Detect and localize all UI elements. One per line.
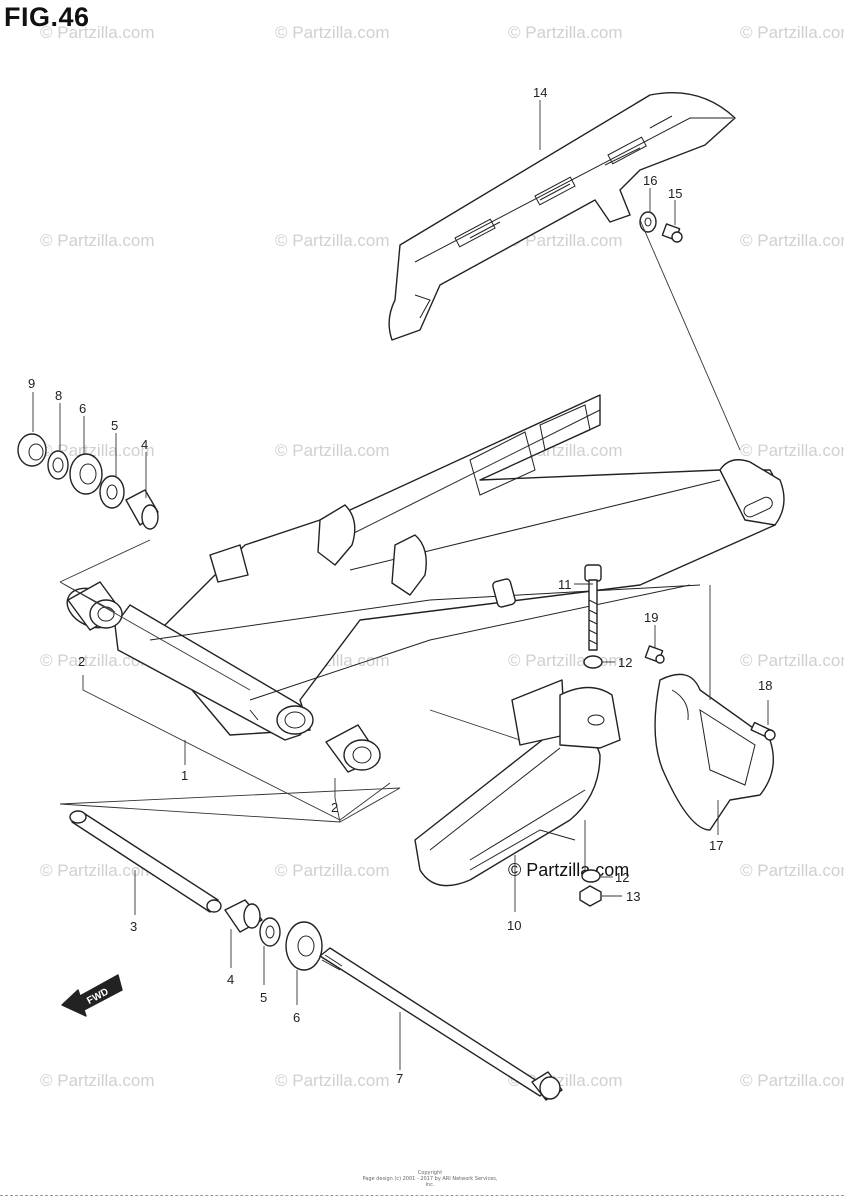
watermark: © Partzilla.com bbox=[275, 441, 390, 460]
fwd-arrow-icon: FWD bbox=[61, 974, 123, 1017]
callout-16: 16 bbox=[643, 173, 657, 188]
callout-7: 7 bbox=[396, 1071, 403, 1086]
figure-title: FIG.46 bbox=[4, 2, 90, 32]
callout-17: 17 bbox=[709, 838, 723, 853]
callout-2-left: 2 bbox=[78, 654, 85, 669]
callout-9: 9 bbox=[28, 376, 35, 391]
chain-case-part-14 bbox=[388, 92, 736, 341]
leader-lines bbox=[32, 100, 769, 1070]
watermark: © Partzilla.com bbox=[508, 231, 623, 250]
nut-part-13 bbox=[579, 885, 602, 907]
callout-18: 18 bbox=[758, 678, 772, 693]
footer-line-2: Page design (c) 2001 - 2017 by ARI Netwo… bbox=[362, 1176, 498, 1188]
watermark: © Partzilla.com bbox=[508, 651, 623, 670]
swingarm-part-1 bbox=[66, 394, 785, 741]
watermark: © Partzilla.com bbox=[740, 861, 844, 880]
callout-11: 11 bbox=[558, 577, 572, 592]
bushing-part-2-left bbox=[67, 581, 123, 631]
washer-part-12-upper bbox=[583, 655, 603, 669]
callout-5-upper: 5 bbox=[111, 418, 118, 433]
watermark: © Partzilla.com bbox=[508, 23, 623, 42]
watermark: © Partzilla.com bbox=[40, 441, 155, 460]
callout-8: 8 bbox=[55, 388, 62, 403]
watermark-grid: © Partzilla.com © Partzilla.com © Partzi… bbox=[40, 23, 844, 1090]
watermark: © Partzilla.com bbox=[740, 231, 844, 250]
bolt-part-11 bbox=[584, 564, 602, 651]
watermark: © Partzilla.com bbox=[40, 231, 155, 250]
watermark: © Partzilla.com bbox=[275, 231, 390, 250]
watermark: © Partzilla.com bbox=[740, 23, 844, 42]
footer-line-1: Copyright bbox=[417, 1170, 443, 1176]
callout-6-upper: 6 bbox=[79, 401, 86, 416]
callout-19: 19 bbox=[644, 610, 658, 625]
watermark: © Partzilla.com bbox=[275, 23, 390, 42]
callout-12-lower: 12 bbox=[615, 870, 629, 885]
watermark: © Partzilla.com bbox=[275, 861, 390, 880]
watermark: © Partzilla.com bbox=[40, 1071, 155, 1090]
bolt-part-15 bbox=[661, 223, 683, 243]
callout-6-lower: 6 bbox=[293, 1010, 300, 1025]
callout-14: 14 bbox=[533, 85, 547, 100]
bolt-part-19 bbox=[644, 645, 665, 664]
callout-5-lower: 5 bbox=[260, 990, 267, 1005]
bearing-stack-lower bbox=[224, 899, 323, 971]
callout-3: 3 bbox=[130, 919, 137, 934]
callout-10: 10 bbox=[507, 918, 521, 933]
bushing-part-2-right bbox=[325, 724, 381, 773]
washer-part-16 bbox=[639, 211, 657, 233]
washer-part-12-lower bbox=[581, 869, 601, 883]
callout-labels: 14 15 16 9 8 6 5 4 2 1 2 3 4 5 6 7 10 11… bbox=[28, 85, 772, 1086]
callout-4-upper: 4 bbox=[141, 437, 148, 452]
callout-12-upper: 12 bbox=[618, 655, 632, 670]
bearing-stack-upper bbox=[17, 433, 159, 530]
watermark: © Partzilla.com bbox=[275, 1071, 390, 1090]
fwd-label: FWD bbox=[85, 986, 110, 1006]
bottom-border bbox=[0, 1195, 844, 1196]
callout-15: 15 bbox=[668, 186, 682, 201]
callout-13: 13 bbox=[626, 889, 640, 904]
watermark: © Partzilla.com bbox=[740, 1071, 844, 1090]
watermark: © Partzilla.com bbox=[740, 441, 844, 460]
pivot-shaft-part-7 bbox=[319, 947, 563, 1101]
callout-2-right: 2 bbox=[331, 800, 338, 815]
watermark: © Partzilla.com bbox=[40, 23, 155, 42]
callout-1: 1 bbox=[181, 768, 188, 783]
watermark: © Partzilla.com bbox=[40, 861, 155, 880]
bolt-part-18 bbox=[750, 721, 776, 741]
footer-copyright: Copyright Page design (c) 2001 - 2017 by… bbox=[360, 1170, 500, 1188]
watermark: © Partzilla.com bbox=[740, 651, 844, 670]
chain-guard-part-17 bbox=[654, 673, 774, 831]
watermark: © Partzilla.com bbox=[40, 651, 155, 670]
callout-4-lower: 4 bbox=[227, 972, 234, 987]
chain-guide-part-10 bbox=[414, 679, 621, 887]
pivot-sleeve-part-3 bbox=[69, 810, 222, 913]
